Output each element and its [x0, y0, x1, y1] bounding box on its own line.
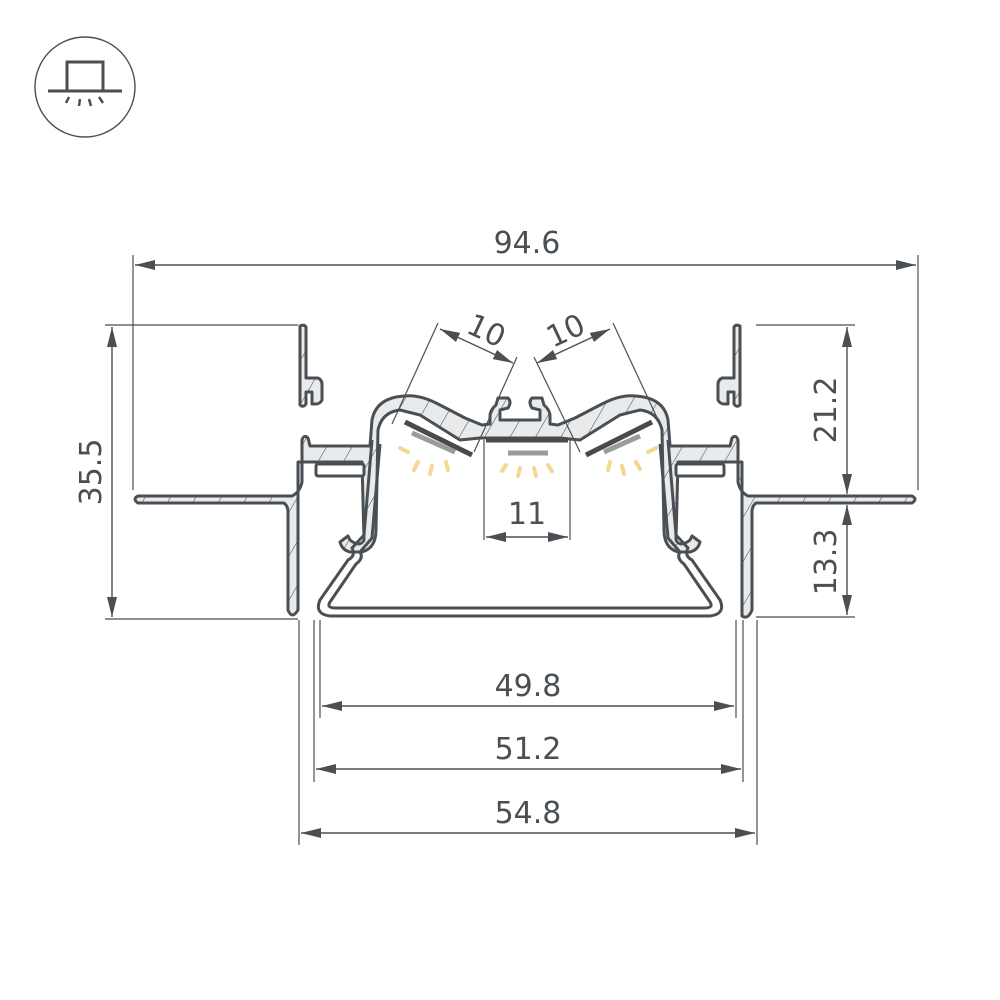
profile-section — [133, 323, 917, 619]
dimension-center-led: 11 — [486, 497, 568, 542]
dim-lower-height: 13.3 — [809, 529, 844, 596]
dimension-diffuser-width: 51.2 — [313, 620, 744, 782]
dim-left-led-width: 10 — [461, 307, 510, 355]
dimension-overall-height: 35.5 — [74, 324, 298, 620]
dim-right-led-width: 10 — [541, 307, 590, 355]
dim-overall-height: 35.5 — [74, 439, 109, 506]
diffuser — [316, 439, 724, 618]
dimension-body-width: 54.8 — [298, 620, 758, 845]
dimension-lower-height: 13.3 — [756, 505, 855, 618]
dim-body-width: 54.8 — [495, 796, 562, 831]
dim-inner-width: 49.8 — [495, 669, 562, 704]
dim-diffuser-width: 51.2 — [495, 732, 562, 767]
recessed-ceiling-light-icon — [34, 36, 136, 138]
dim-center-led-width: 11 — [508, 497, 546, 532]
dimension-overall-width: 94.6 — [132, 226, 919, 490]
dim-upper-height: 21.2 — [809, 377, 844, 444]
dimension-inner-width: 49.8 — [319, 620, 737, 718]
dimension-upper-height: 21.2 — [756, 324, 855, 494]
dim-overall-width: 94.6 — [494, 226, 561, 261]
led-modules — [398, 419, 658, 540]
